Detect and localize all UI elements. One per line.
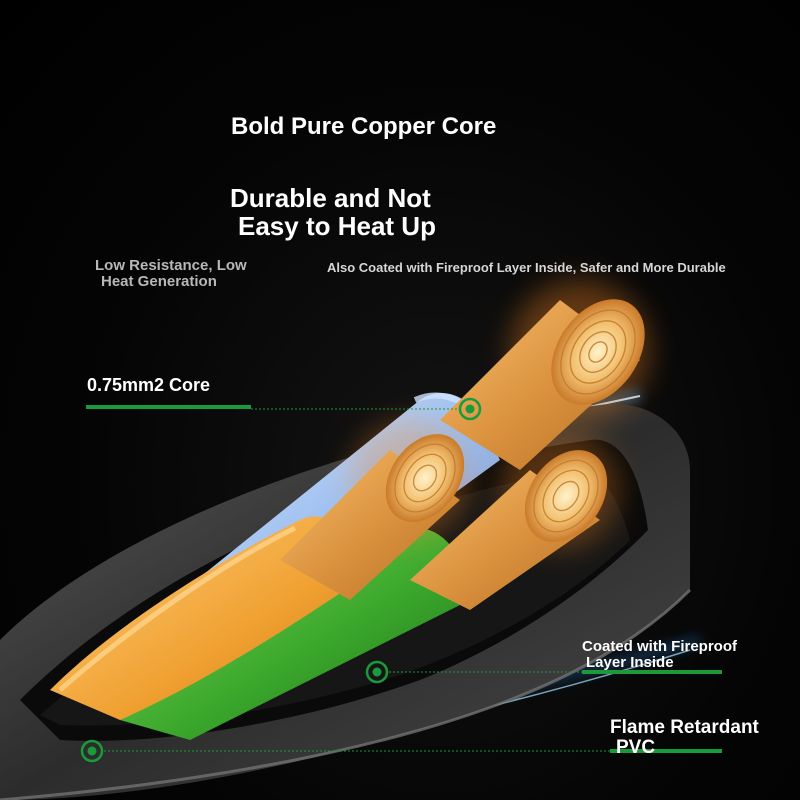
callout-fireproof-label-line-1: Coated with Fireproof — [582, 638, 737, 655]
headline-line-2: Easy to Heat Up — [238, 211, 436, 241]
callout-core-label: 0.75mm2 Core — [87, 375, 211, 395]
callout-fireproof-leader — [365, 660, 722, 684]
resistance-note-line-1: Low Resistance, Low — [95, 257, 247, 274]
resistance-note-line-2: Heat Generation — [101, 273, 217, 290]
headline-line-1: Durable and Not — [230, 183, 431, 213]
callout-core-leader — [86, 397, 482, 421]
callout-sheath-leader — [80, 739, 722, 763]
callout-sheath-label-line-2: PVC — [616, 737, 656, 758]
callout-sheath-label-line-1: Flame Retardant — [610, 717, 759, 738]
page-title: Bold Pure Copper Core — [231, 113, 497, 140]
fireproof-note: Also Coated with Fireproof Layer Inside,… — [327, 260, 726, 275]
callout-fireproof-label-line-2: Layer Inside — [586, 654, 674, 671]
